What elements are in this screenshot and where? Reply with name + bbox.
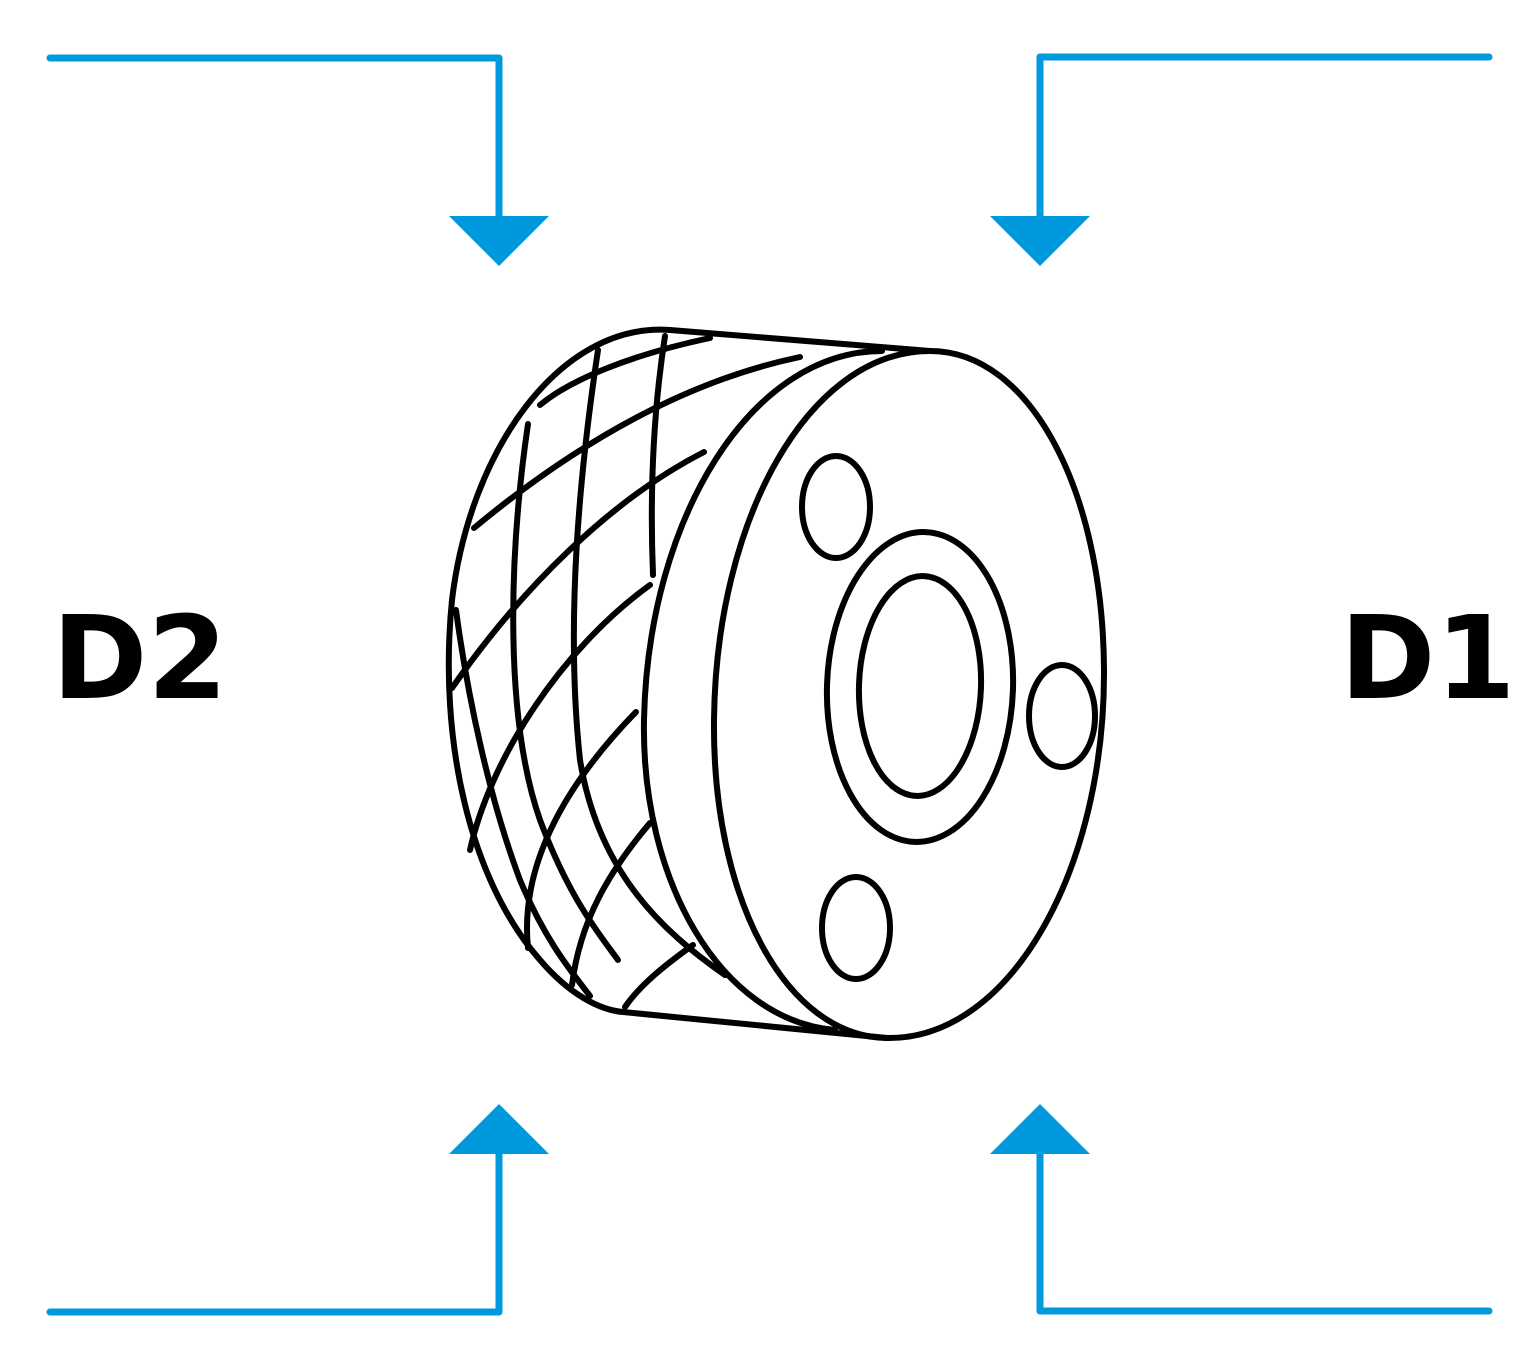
cylinder-body-outline [445, 326, 933, 1041]
center-bore-outer [823, 529, 1017, 845]
front-face [710, 348, 1108, 1042]
arrow-bottom-left [46, 1104, 549, 1316]
front-face-outline [710, 348, 1108, 1042]
bolt-hole-top [799, 453, 873, 561]
cylinder-part [445, 326, 1108, 1042]
label-d2: D2 [52, 592, 227, 726]
bolt-hole-right [1026, 662, 1098, 770]
center-bore-inner [855, 573, 985, 799]
knurl-pattern [449, 333, 803, 1010]
label-d1: D1 [1340, 592, 1515, 726]
arrow-top-left [46, 54, 549, 266]
arrow-top-right [990, 53, 1493, 266]
chamfer-arc [640, 348, 885, 1033]
bolt-hole-bottom [819, 874, 893, 982]
arrow-bottom-right [990, 1104, 1493, 1315]
dimension-arrows [46, 53, 1493, 1316]
